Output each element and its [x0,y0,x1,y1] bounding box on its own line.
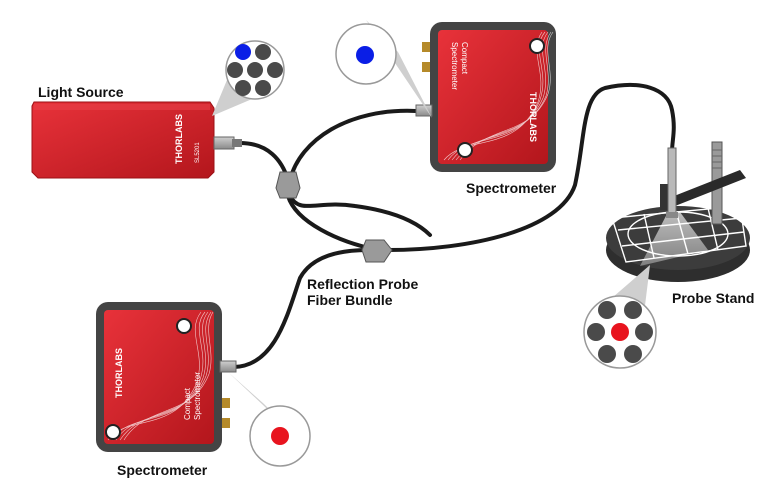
label-reflection-probe-line2: Fiber Bundle [307,292,393,308]
callout-spectrometer-top [335,20,432,118]
fiber-spectrometer-top-branch [288,194,432,237]
label-spectrometer-top: Spectrometer [466,180,557,196]
breakout-connector-main [361,239,393,263]
label-light-source: Light Source [38,84,124,100]
fiber-spectrometer-top-leg [288,108,418,182]
label-probe-stand: Probe Stand [672,290,755,306]
spectrometer-top-brand: THORLABS [528,92,538,142]
spectrometer-bottom-device: THORLABS Compact Spectrometer [96,302,237,452]
fiber-core-blue-top [356,46,374,64]
fiber-spectrometer-bottom-leg [232,248,370,369]
light-source-port [213,136,235,150]
breakout-connector-upper [275,171,301,199]
callout-spectrometer-bottom [228,372,311,467]
label-reflection-probe-line1: Reflection Probe [307,276,419,292]
spectrometer-bottom-label2: Spectrometer [193,372,202,420]
callout-probe-stand [583,265,657,369]
fiber-main-to-probe [386,83,676,252]
label-spectrometer-bottom: Spectrometer [117,462,208,478]
fiber-core-red-bottom [271,427,289,445]
light-source-brand: THORLABS [174,114,184,164]
spectrometer-top-device: Compact Spectrometer THORLABS [415,22,556,172]
spectrometer-top-label1: Compact [460,42,469,75]
probe-stand [606,141,750,282]
spectrometer-top-label2: Spectrometer [450,42,459,90]
callout-light-source [212,40,285,116]
fiber-cables [232,83,676,369]
fiber-core-blue [235,44,251,60]
light-source-model: SL5201 [195,142,201,163]
fiber-core-red-probe [611,323,629,341]
label-reflection-probe: Reflection Probe Fiber Bundle [307,276,418,308]
spectrometer-bottom-port [219,360,237,373]
light-source-device: THORLABS SL5201 [31,101,242,179]
spectrometer-bottom-brand: THORLABS [114,348,124,398]
spectrometer-bottom-label1: Compact [183,387,192,420]
